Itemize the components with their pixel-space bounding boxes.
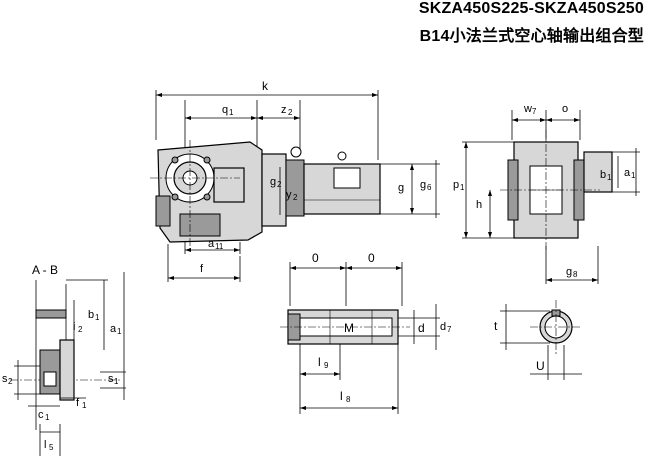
side-view: w 7 o p 1 h b 1 a 1 [453, 103, 640, 284]
dim-y2: y [286, 189, 292, 201]
dim-d: d [418, 321, 425, 335]
dim-b1-side: b [600, 169, 606, 181]
dim-s2-sub: 2 [8, 377, 13, 386]
dim-s2: s [2, 373, 8, 385]
dim-c1-sub: 1 [45, 413, 50, 422]
dim-p1: p [453, 179, 459, 191]
dim-k: k [262, 79, 269, 93]
bolt-hole [43, 371, 57, 387]
dim-a1-sub: 1 [117, 327, 122, 336]
dim-a11: a [208, 238, 215, 250]
adapter-flange [285, 159, 305, 217]
flange-section: A - B i 2 b 1 a 1 s 2 s 1 c 1 f 1 [2, 263, 126, 456]
motor-eye-bolt-icon [337, 151, 347, 161]
dim-g6-sub: 6 [427, 183, 432, 192]
dim-o: o [562, 103, 568, 115]
dim-s1-sub: 1 [114, 377, 119, 386]
dim-s1: s [108, 373, 114, 385]
dim-o-right: 0 [368, 251, 375, 265]
dim-y2-sub: 2 [293, 193, 298, 202]
dim-q1-sub: 1 [229, 108, 234, 117]
gear-cover [213, 167, 245, 203]
dim-g8: g [566, 266, 572, 278]
dim-g2: g [270, 176, 276, 188]
front-view: k q 1 z 2 [150, 79, 440, 282]
dim-f: f [200, 263, 204, 275]
dim-l5: l [44, 439, 46, 451]
dim-z2: z [281, 104, 287, 116]
dim-l8-sub: 8 [346, 395, 351, 404]
dim-l9-sub: 9 [324, 361, 329, 370]
dim-l5-sub: 5 [49, 443, 54, 452]
intermediate-housing [261, 153, 287, 227]
flange-web [59, 339, 75, 401]
dim-b1: b [88, 309, 94, 321]
dim-t: t [494, 319, 498, 333]
dim-c1: c [38, 409, 44, 421]
dim-f1-sub: 1 [82, 401, 87, 410]
dim-g2-sub: 2 [277, 180, 282, 189]
dim-b1-side-sub: 1 [607, 173, 612, 182]
dim-u: U [536, 359, 545, 373]
thread-m: M [344, 321, 354, 335]
dim-i2-sub: 2 [78, 325, 83, 334]
dim-f1: f [76, 397, 80, 409]
dim-h: h [476, 199, 482, 211]
section-label: A - B [32, 263, 58, 277]
drawing-title-description: B14小法兰式空心轴输出组合型 [419, 28, 644, 45]
dim-a1: a [110, 323, 117, 335]
housing-base [179, 213, 221, 237]
housing-foot [155, 195, 171, 227]
terminal-box [333, 167, 361, 189]
hollow-shaft-view: 0 0 M d d 7 l 9 l 8 [280, 251, 452, 414]
dim-w7-sub: 7 [532, 107, 537, 116]
dim-z2-sub: 2 [288, 108, 293, 117]
dim-a11-sub: 11 [215, 242, 224, 251]
side-motor-stub [583, 151, 613, 193]
dim-a1-side: a [624, 167, 631, 179]
dim-l8: l [340, 389, 343, 403]
dim-i2: i [73, 321, 75, 333]
dim-b1-sub: 1 [95, 313, 100, 322]
drawing-title-model: SKZA450S225-SKZA450S250 [418, 0, 644, 17]
dim-q1: q [222, 104, 228, 116]
dim-d7-sub: 7 [447, 325, 452, 334]
dim-o-left: 0 [312, 251, 319, 265]
dim-g8-sub: 8 [573, 270, 578, 279]
dim-w7: w [523, 103, 532, 115]
dim-a1-side-sub: 1 [631, 171, 636, 180]
dim-d7: d [440, 321, 446, 333]
dim-l9: l [318, 355, 321, 369]
eye-bolt-icon [290, 146, 302, 158]
shaft-end-view: t U [494, 300, 582, 380]
dim-g: g [398, 182, 404, 194]
dim-g6: g [420, 179, 426, 191]
flange-top-section [35, 309, 67, 319]
dim-p1-sub: 1 [460, 183, 465, 192]
